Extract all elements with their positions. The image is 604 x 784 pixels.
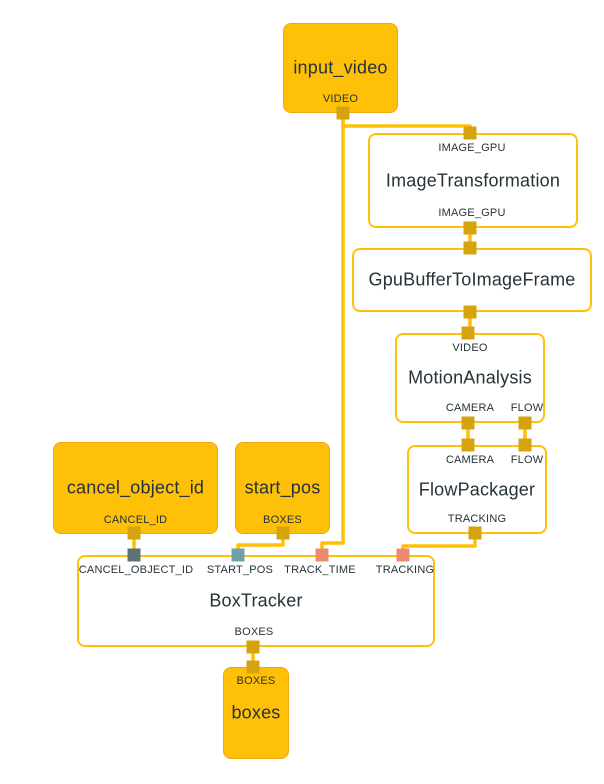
port-label-tracking-out: TRACKING — [447, 513, 507, 525]
node-start-pos[interactable]: start_pos BOXES — [235, 442, 330, 534]
port-label-tracktime-in: TRACK_TIME — [284, 564, 356, 576]
node-title: cancel_object_id — [66, 477, 205, 498]
edge-startpos-to-boxtracker — [236, 531, 285, 557]
node-cancel-object-id[interactable]: cancel_object_id CANCEL_ID — [53, 442, 218, 534]
port-label-boxes-out: BOXES — [234, 626, 274, 638]
port-label-cancelid-out: CANCEL_ID — [103, 514, 168, 526]
port-label-cancelobjectid-in: CANCEL_OBJECT_ID — [78, 564, 194, 576]
node-title: input_video — [293, 57, 388, 78]
node-title: boxes — [231, 702, 281, 723]
node-title: start_pos — [244, 477, 321, 498]
node-title: GpuBufferToImageFrame — [368, 269, 576, 290]
node-title: MotionAnalysis — [408, 367, 532, 388]
node-motion-analysis[interactable]: VIDEO MotionAnalysis CAMERA FLOW — [395, 333, 545, 423]
port-label-camera-in: CAMERA — [445, 454, 495, 466]
port-label-startpos-in: START_POS — [206, 564, 274, 576]
node-title: BoxTracker — [209, 590, 303, 611]
port-label-camera-out: CAMERA — [445, 402, 495, 414]
port-label-imagegpu-out: IMAGE_GPU — [438, 207, 506, 219]
node-title: ImageTransformation — [385, 170, 561, 190]
node-image-transformation[interactable]: IMAGE_GPU ImageTransformation IMAGE_GPU — [368, 133, 578, 228]
port-label-boxes-out: BOXES — [263, 514, 302, 526]
node-input-video[interactable]: input_video VIDEO — [283, 23, 398, 113]
node-flow-packager[interactable]: CAMERA FLOW FlowPackager TRACKING — [407, 445, 547, 534]
port-label-boxes-in: BOXES — [236, 675, 276, 687]
node-title: FlowPackager — [418, 479, 536, 499]
port-label-imagegpu-in: IMAGE_GPU — [438, 142, 506, 154]
node-boxes[interactable]: BOXES boxes — [223, 667, 289, 759]
port-label-video: VIDEO — [322, 93, 359, 105]
port-label-tracking-in: TRACKING — [375, 564, 435, 576]
node-box-tracker[interactable]: CANCEL_OBJECT_ID START_POS TRACK_TIME TR… — [77, 555, 435, 647]
node-gpu-buffer-to-image-frame[interactable]: GpuBufferToImageFrame — [352, 248, 592, 312]
edge-flowpackager-tracking-to-boxtracker — [401, 531, 477, 557]
port-label-flow-out: FLOW — [510, 402, 544, 414]
port-label-video-in: VIDEO — [452, 342, 488, 354]
port-label-flow-in: FLOW — [510, 454, 544, 466]
